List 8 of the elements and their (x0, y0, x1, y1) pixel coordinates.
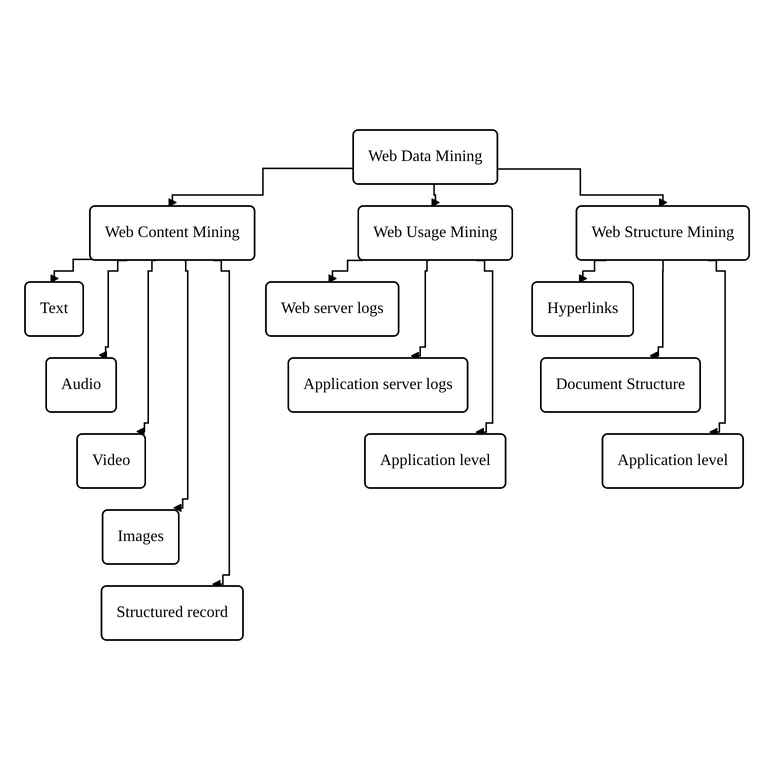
arrow (328, 260, 364, 283)
arrow (579, 260, 607, 283)
arrow (50, 258, 93, 283)
arrow (136, 260, 156, 436)
arrow (168, 168, 354, 207)
arrow (174, 260, 189, 512)
arrow (498, 168, 668, 207)
arrow (432, 184, 440, 207)
